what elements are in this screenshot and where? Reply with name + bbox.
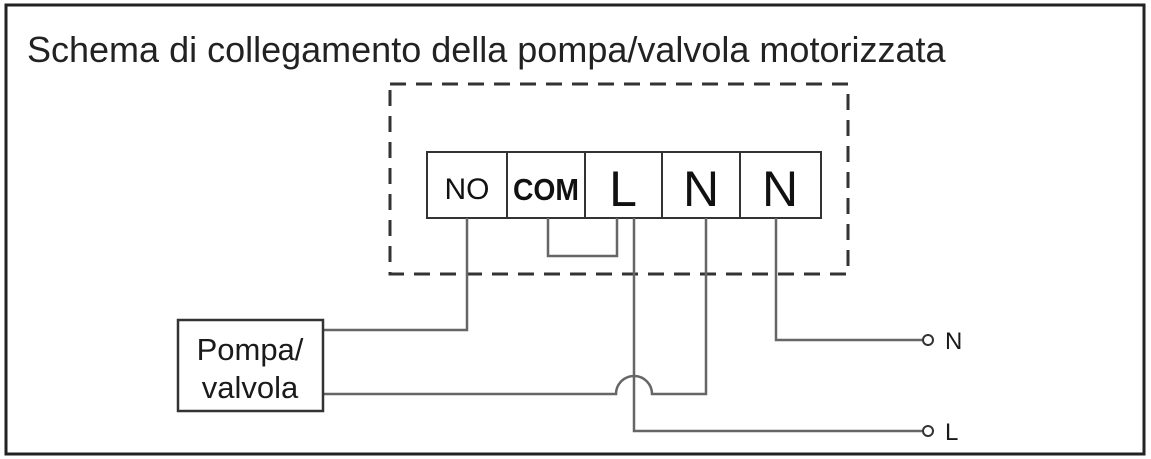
terminal-l-label: L [609,161,637,217]
controller-enclosure [388,82,850,276]
no-to-device-wire [323,218,469,332]
terminal-com-label: COM [513,172,579,207]
diagram-title: Schema di collegamento della pompa/valvo… [27,29,946,70]
neutral-supply-terminal [922,334,934,346]
pump-valve-label-line2: valvola [202,370,299,405]
terminal-no-label: NO [445,173,490,206]
line-supply-label: L [945,419,958,446]
terminal-n2-box [739,151,822,219]
terminal-n1-box [661,151,741,219]
pump-valve-label-line1: Pompa/ [197,332,304,367]
terminal-com-box [506,151,586,219]
n-to-device-wire [323,218,708,396]
line-supply-terminal [922,425,934,437]
neutral-supply-label: N [945,328,962,355]
terminal-no-box [426,151,508,219]
terminal-n1-label: N [683,161,719,217]
n-supply-wire [774,218,922,342]
pump-valve-box [176,318,325,413]
com-l-jumper-wire [546,218,619,258]
terminal-block: NO COM L N N [426,151,822,219]
terminal-n2-label: N [762,161,798,217]
diagram-frame [4,3,1146,456]
l-supply-wire [632,218,922,433]
